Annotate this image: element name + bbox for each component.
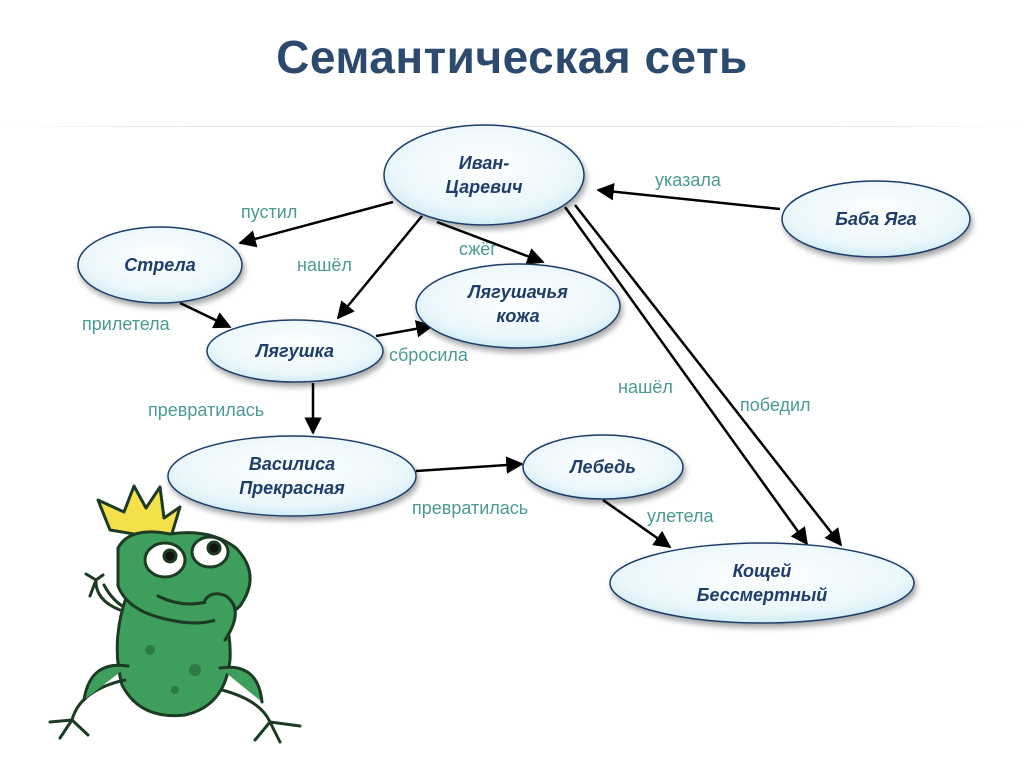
edge-label-szheg: сжёг (459, 239, 497, 259)
node-kozha: Лягушачья кожа (415, 263, 621, 349)
node-strela-label: Стрела (124, 255, 195, 275)
edge-label-ukazala: указала (655, 170, 722, 190)
edge-ivan-to-koschei-pobedil (574, 204, 843, 547)
node-kozha-line1: Лягушачья (466, 282, 568, 302)
edge-lebed-to-koschei (602, 498, 672, 549)
edge-label-nashel-koschei: нашёл (618, 377, 673, 397)
node-koschei-line1: Кощей (733, 561, 792, 581)
node-koschei: Кощей Бессмертный (609, 542, 915, 624)
page-title: Семантическая сеть (276, 31, 748, 83)
node-ivan-line2: Царевич (446, 177, 523, 197)
edge-strela-to-lyagushka (179, 301, 232, 329)
node-kozha-line2: кожа (496, 306, 539, 326)
edge-ivan-to-lyagushka (336, 215, 423, 320)
edge-label-pustil: пустил (241, 202, 297, 222)
node-ivan-line1: Иван- (459, 153, 509, 173)
node-ivan: Иван- Царевич (383, 124, 585, 226)
edge-baba-to-ivan (596, 182, 781, 211)
edge-ivan-to-strela (238, 200, 394, 248)
node-lebed: Лебедь (522, 434, 684, 500)
node-koschei-line2: Бессмертный (697, 585, 828, 605)
node-baba-yaga-label: Баба Яга (835, 209, 916, 229)
node-lyagushka: Лягушка (206, 319, 384, 383)
node-vasilisa-line1: Василиса (249, 454, 335, 474)
node-lebed-label: Лебедь (568, 457, 636, 477)
crown-icon (96, 484, 182, 542)
edge-label-priletela: прилетела (82, 314, 171, 334)
node-vasilisa-line2: Прекрасная (239, 478, 345, 498)
edge-label-uletela: улетела (647, 506, 714, 526)
edge-vasilisa-to-lebed (415, 456, 524, 474)
edges (179, 182, 843, 549)
edge-ivan-to-kozha (436, 220, 545, 265)
frog-prince-illustration (48, 484, 302, 744)
node-vasilisa: Василиса Прекрасная (167, 435, 417, 517)
edge-ivan-to-koschei-nashel (563, 206, 809, 546)
edge-label-sbrosila: сбросила (389, 345, 469, 365)
edge-lyagushka-to-kozha (375, 320, 434, 338)
edge-labels: указала пустил сжёг нашёл прилетела сбро… (82, 170, 811, 526)
edge-label-prevratilas-vasilisa: превратилась (148, 400, 264, 420)
edge-label-nashel-lyagushka: нашёл (297, 255, 352, 275)
node-baba-yaga: Баба Яга (781, 180, 971, 258)
edge-label-prevratilas-lebed: превратилась (412, 498, 528, 518)
node-strela: Стрела (77, 226, 243, 304)
edge-label-pobedil: победил (740, 395, 811, 415)
node-lyagushka-label: Лягушка (254, 341, 334, 361)
